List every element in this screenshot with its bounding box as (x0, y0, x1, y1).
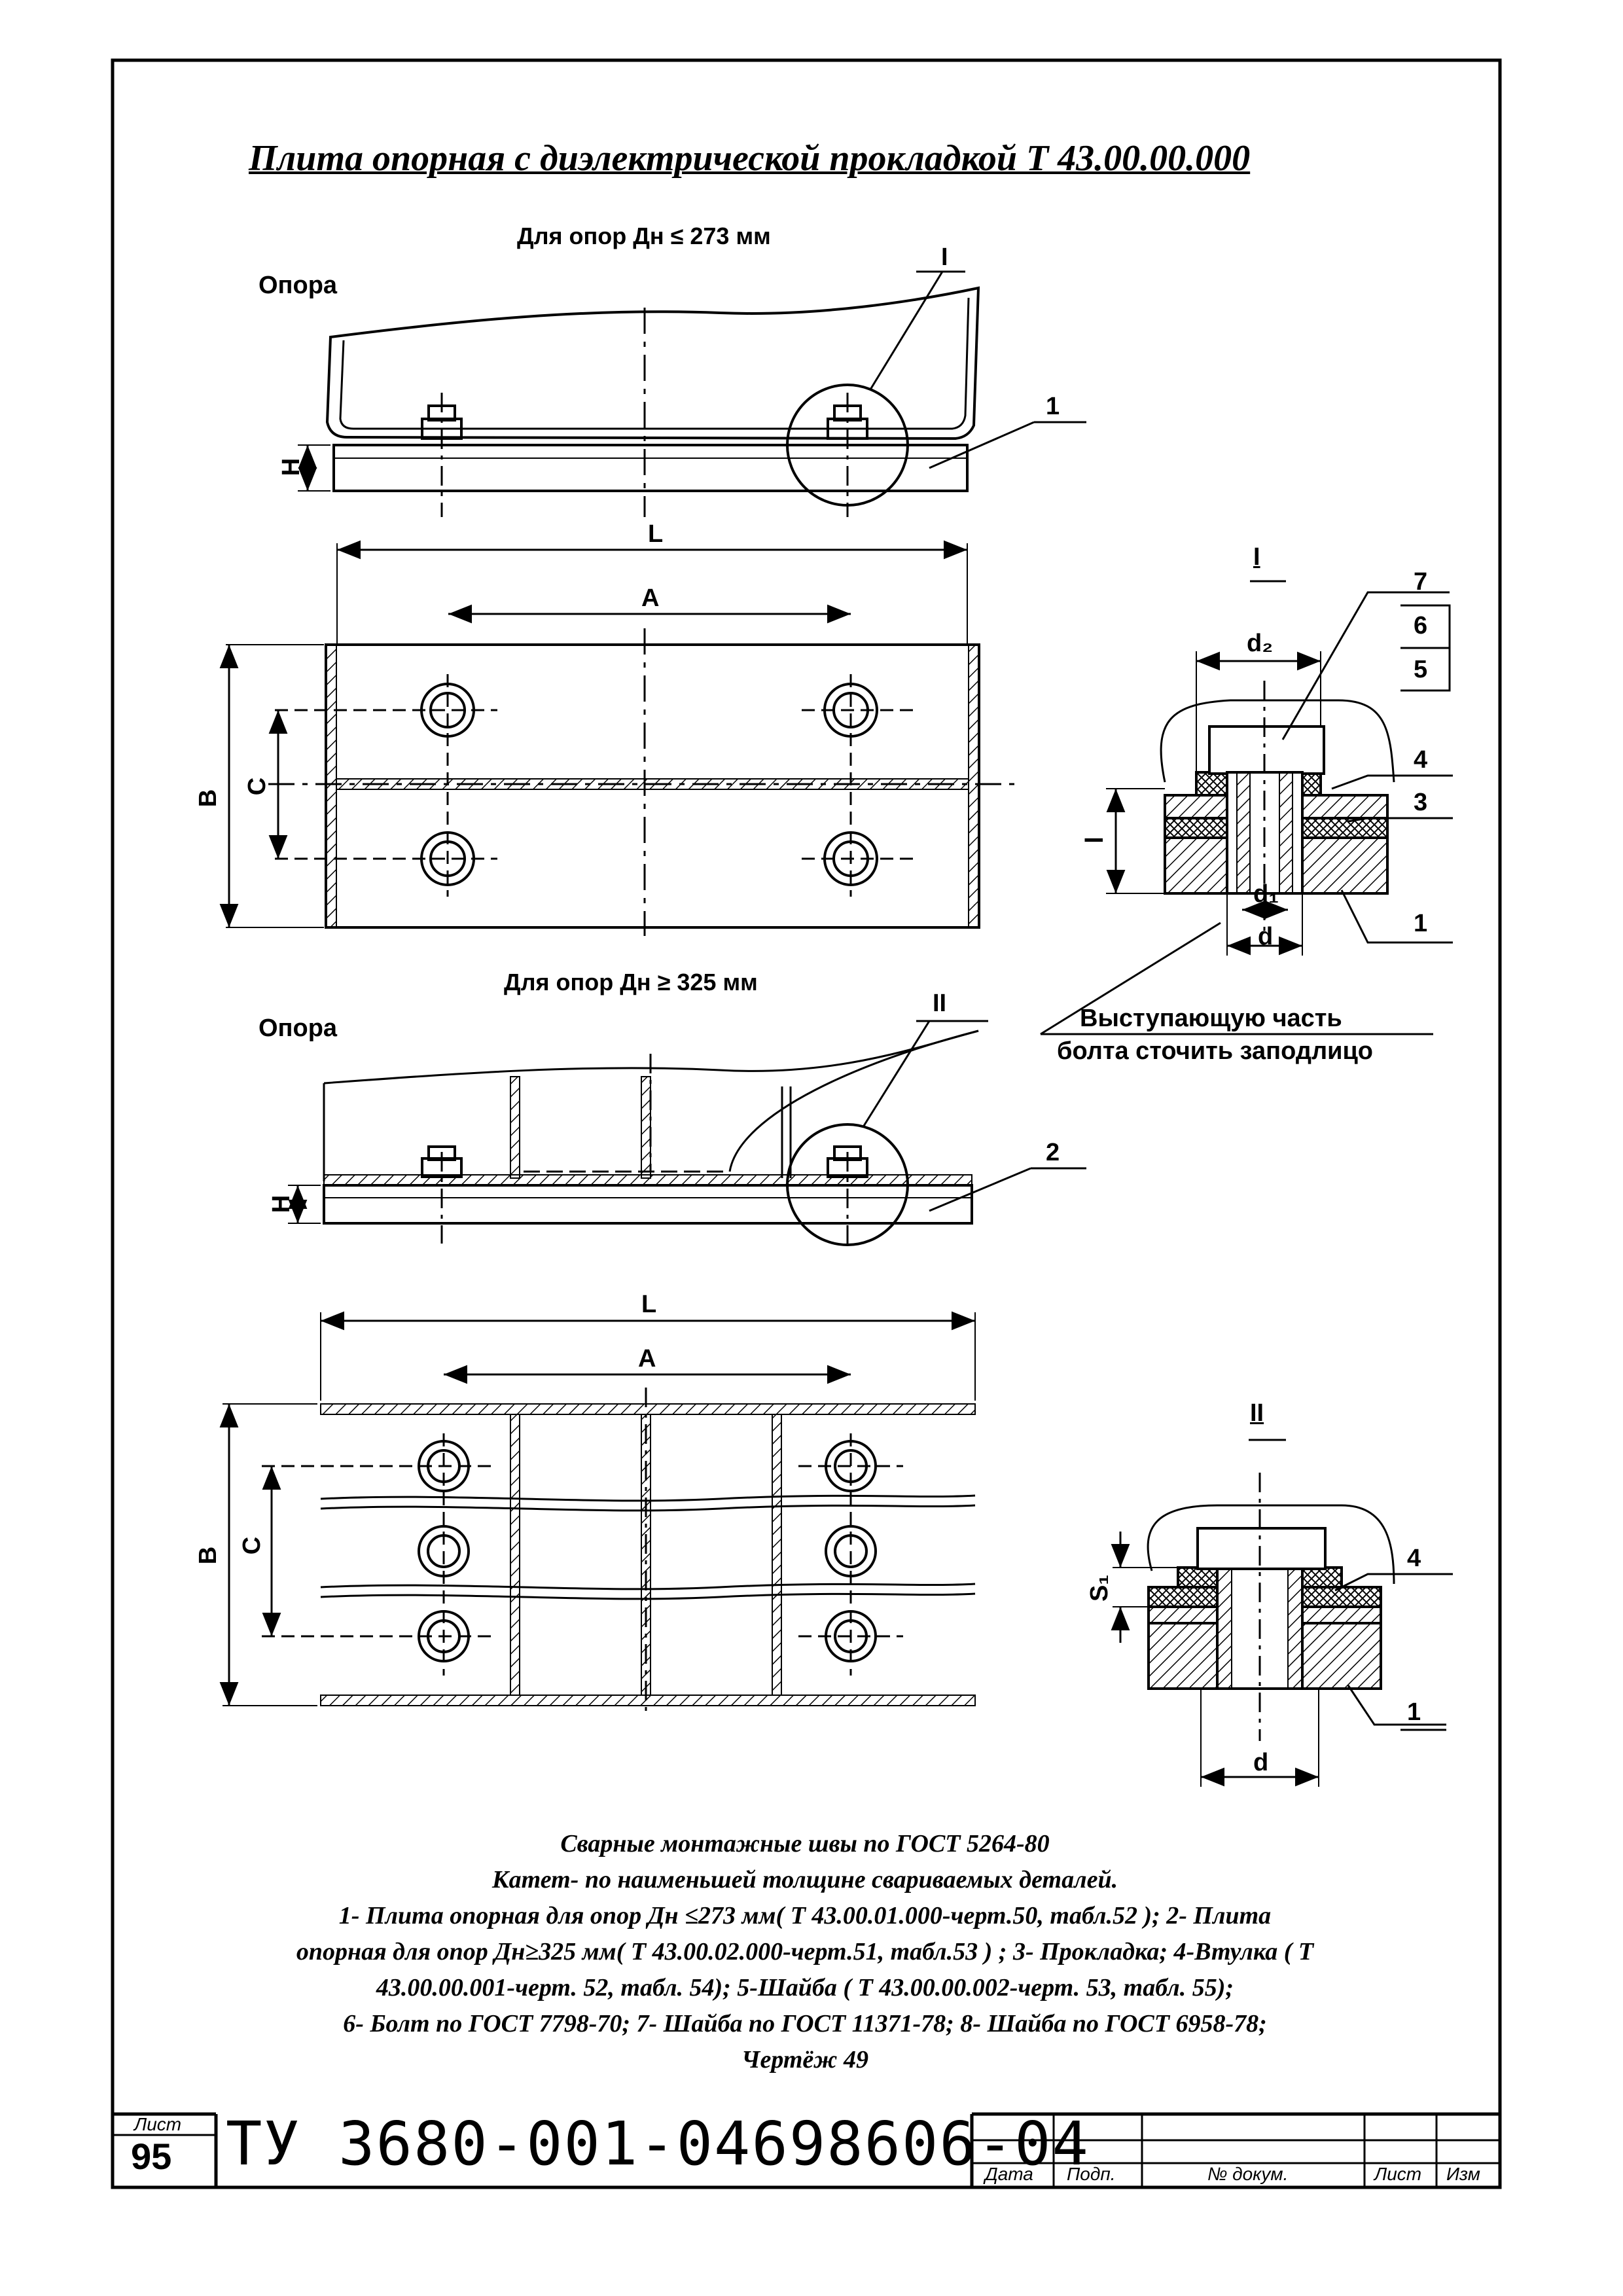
detail-I (1040, 580, 1453, 1035)
view1-dim-B: B (194, 789, 223, 808)
support-outline-2 (323, 1030, 979, 1085)
col-doc-no: № докум. (1207, 2164, 1289, 2184)
detail1-dim-d2: d₂ (1247, 630, 1274, 657)
page-title: Плита опорная с диэлектрической прокладк… (249, 138, 1251, 179)
view2-dim-H: H (268, 1194, 296, 1213)
detail1-note-line2: болта сточить заподлицо (1057, 1037, 1374, 1065)
detail1-dim-l: l (1080, 836, 1109, 844)
base-plate-2 (323, 1184, 973, 1225)
detail2-dim-s1: S₁ (1086, 1574, 1114, 1602)
view1-detail-callout: I (941, 243, 948, 271)
detail1-note-line1: Выступающую часть (1080, 1005, 1342, 1032)
view1-support-label: Опора (259, 272, 338, 299)
notes-line-4: опорная для опор Дн≥325 мм( Т 43.00.02.0… (296, 1938, 1314, 1965)
notes-line-5: 43.00.00.001-черт. 52, табл. 54); 5-Шайб… (376, 1974, 1234, 2001)
notes-line-1: Сварные монтажные швы по ГОСТ 5264-80 (560, 1830, 1050, 1857)
sheet-frame (111, 58, 1502, 2189)
detail1-number-4: 4 (1414, 746, 1428, 774)
detail2-dim-d: d (1253, 1749, 1269, 1776)
bolt-holes-2 (262, 1433, 903, 1676)
col-date: Дата (985, 2164, 1033, 2184)
col-sign: Подп. (1067, 2164, 1116, 2184)
sheet-label: Лист (134, 2114, 182, 2134)
view2-dim-A: A (638, 1345, 656, 1372)
view1-elevation (298, 270, 1086, 517)
view1-dim-L: L (648, 520, 664, 548)
view2-dim-B: B (194, 1546, 223, 1565)
view2-caption: Для опор Дн ≥ 325 мм (504, 969, 758, 996)
sheet-number: 95 (131, 2136, 172, 2177)
view1-dim-A: A (641, 584, 660, 612)
detail1-number-3: 3 (1414, 789, 1428, 816)
view2-support-label: Опора (259, 1014, 338, 1042)
view2-detail-callout: II (933, 990, 947, 1017)
detail1-number-5: 5 (1414, 656, 1428, 683)
document-code: ТУ 3680-001-04698606-04 (226, 2109, 1090, 2179)
view1-plan (219, 540, 1014, 936)
detail-circle-II (786, 1123, 909, 1246)
detail1-number-1: 1 (1414, 910, 1428, 937)
title-block-lines (113, 2112, 1500, 2187)
view1-item-number: 1 (1046, 393, 1060, 420)
support-outline (325, 286, 980, 440)
view2-dim-L: L (641, 1291, 657, 1318)
notes-line-6: 6- Болт по ГОСТ 7798-70; 7- Шайба по ГОС… (343, 2010, 1267, 2037)
detail1-dim-d: d (1258, 923, 1274, 950)
view2-elevation (288, 1020, 1086, 1246)
view2-dim-C: C (238, 1536, 266, 1555)
detail2-title: II (1250, 1399, 1264, 1427)
base-plate-1 (332, 444, 969, 492)
detail1-title: I (1253, 543, 1260, 571)
detail-II (1111, 1439, 1453, 1787)
bolt-holes-1 (275, 674, 913, 897)
view2-plan (219, 1311, 976, 1715)
detail2-number-1: 1 (1407, 1698, 1421, 1726)
view1-dim-C: C (243, 777, 272, 796)
notes-line-7: Чертёж 49 (741, 2046, 868, 2073)
view1-dim-H: H (277, 457, 306, 476)
notes-line-2: Катет- по наименьшей толщине свариваемых… (491, 1866, 1118, 1893)
notes-line-3: 1- Плита опорная для опор Дн ≤273 мм( Т … (338, 1902, 1272, 1929)
detail1-dim-d1: d₁ (1253, 880, 1279, 908)
col-change: Изм (1446, 2164, 1480, 2184)
detail2-number-4: 4 (1407, 1545, 1421, 1572)
view2-item-number: 2 (1046, 1139, 1060, 1166)
view1-caption: Для опор Дн ≤ 273 мм (517, 223, 771, 249)
col-sheet: Лист (1374, 2164, 1422, 2184)
detail1-number-6: 6 (1414, 612, 1428, 639)
detail1-number-7: 7 (1414, 568, 1428, 596)
detail-circle-I (786, 384, 909, 507)
